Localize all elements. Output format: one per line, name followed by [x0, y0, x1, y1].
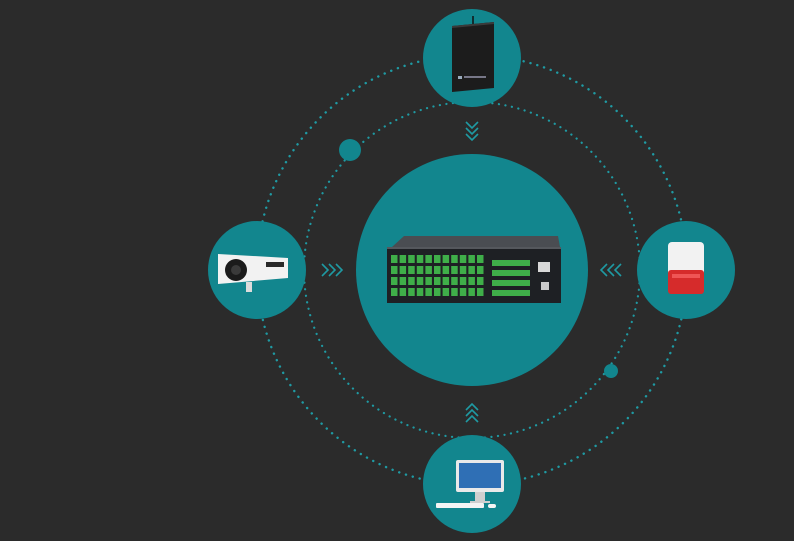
rack-controller-icon [387, 236, 561, 303]
orbit-dot-lower [604, 364, 618, 378]
orbit-dot-upper [339, 139, 361, 161]
chevrons-right-arrow-icon [321, 263, 344, 277]
desktop-computer-icon [436, 460, 504, 508]
chevrons-down-arrow-icon [465, 121, 479, 142]
chevrons-up-arrow-icon [465, 402, 479, 423]
alarm-siren-icon [668, 242, 704, 294]
control-panel-icon [452, 16, 494, 92]
chevrons-left-arrow-icon [599, 263, 622, 277]
bullet-camera-icon [218, 254, 288, 292]
